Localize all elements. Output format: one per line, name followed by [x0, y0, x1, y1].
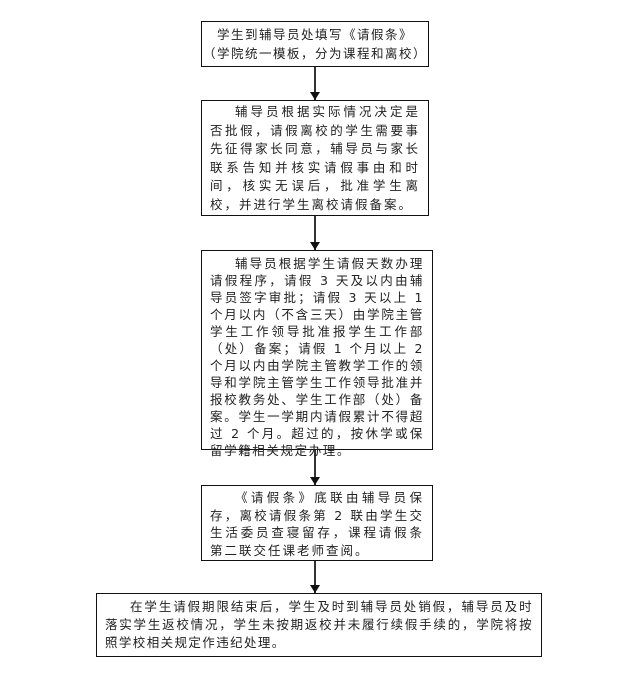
- step-4-form-storage: 《请假条》底联由辅导员保存，离校请假条第 2 联由学生交生活委员查寝留存，课程请…: [201, 485, 433, 561]
- step-2-counselor-approval: 辅导员根据实际情况决定是否批假，请假离校的学生需要事先征得家长同意，辅导员与家长…: [201, 100, 429, 216]
- step-1-line-1: 学生到辅导员处填写《请假条》: [216, 27, 413, 42]
- arrow-4-to-5: [310, 561, 320, 593]
- step-1-line-2: （学院统一模板，分为课程和离校）: [202, 46, 427, 61]
- step-1-fill-leave-form: 学生到辅导员处填写《请假条》 （学院统一模板，分为课程和离校）: [201, 21, 429, 67]
- step-3-leave-procedure: 辅导员根据学生请假天数办理请假程序，请假 3 天及以内由辅导员签字审批；请假 3…: [201, 250, 433, 458]
- step-2-text: 辅导员根据实际情况决定是否批假，请假离校的学生需要事先征得家长同意，辅导员与家长…: [210, 104, 420, 212]
- step-4-text: 《请假条》底联由辅导员保存，离校请假条第 2 联由学生交生活委员查寝留存，课程请…: [210, 490, 424, 558]
- step-5-text: 在学生请假期限结束后，学生及时到辅导员处销假，辅导员及时落实学生返校情况，学生未…: [105, 599, 533, 650]
- arrow-2-to-3: [310, 216, 320, 250]
- arrow-1-to-2: [310, 67, 320, 100]
- step-5-return-cancel-leave: 在学生请假期限结束后，学生及时到辅导员处销假，辅导员及时落实学生返校情况，学生未…: [96, 593, 542, 657]
- step-3-text: 辅导员根据学生请假天数办理请假程序，请假 3 天及以内由辅导员签字审批；请假 3…: [210, 256, 424, 458]
- arrow-3-to-4: [310, 450, 320, 485]
